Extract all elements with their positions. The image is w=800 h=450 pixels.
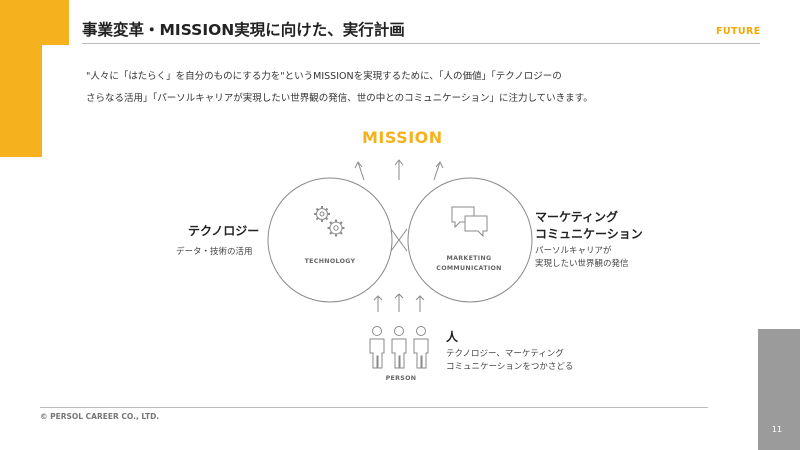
arrow-up-icon: [373, 293, 425, 312]
technology-circle: [267, 177, 393, 303]
people-icon: [369, 326, 429, 369]
page-number-block: [758, 329, 800, 450]
marketing-description-line2: 実現したい世界観の発信: [535, 259, 629, 269]
speech-bubbles-icon: [451, 206, 488, 238]
person-description-line2: コミュニケーションをつかさどる: [446, 362, 574, 372]
marketing-circle-label: MARKETING COMMUNICATION: [427, 254, 511, 274]
accent-tab: [42, 0, 69, 45]
mission-label: MISSION: [362, 128, 443, 147]
person-description-line1: テクノロジー、マーケティング: [446, 349, 564, 359]
person-description: テクノロジー、マーケティング コミュニケーションをつかさどる: [446, 348, 573, 374]
marketing-description-line1: パーソルキャリアが: [535, 246, 612, 256]
page-number: 11: [771, 425, 783, 434]
page-title: 事業変革・MISSION実現に向けた、実行計画: [82, 21, 405, 39]
accent-bar: [0, 0, 42, 157]
intro-text: "人々に「はたらく」を自分のものにする力を"というMISSIONを実現するために…: [86, 66, 726, 110]
technology-heading: テクノロジー: [188, 224, 260, 238]
technology-circle-label: TECHNOLOGY: [304, 258, 356, 265]
technology-description: データ・技術の活用: [176, 247, 253, 257]
arrow-up-icon: [354, 159, 444, 181]
marketing-circle-label-line1: MARKETING: [446, 255, 492, 262]
title-divider: [82, 43, 760, 44]
marketing-heading: マーケティング コミュニケーション: [535, 209, 643, 243]
person-heading: 人: [446, 330, 459, 344]
intro-line-2: さらなる活用」「パーソルキャリアが実現したい世界観の発信、世の中とのコミュニケー…: [86, 93, 593, 104]
marketing-circle-label-line2: COMMUNICATION: [436, 265, 502, 272]
person-label: PERSON: [385, 375, 417, 382]
marketing-description: パーソルキャリアが 実現したい世界観の発信: [535, 245, 629, 271]
marketing-heading-line2: コミュニケーション: [535, 227, 643, 241]
copyright: © PERSOL CAREER CO., LTD.: [40, 412, 160, 421]
gears-icon: [314, 206, 345, 237]
footer-divider: [40, 407, 708, 408]
section-tag: FUTURE: [716, 26, 761, 37]
marketing-heading-line1: マーケティング: [535, 210, 619, 224]
cross-mark-icon: [390, 228, 408, 252]
marketing-circle: [407, 177, 533, 303]
intro-line-1: "人々に「はたらく」を自分のものにする力を"というMISSIONを実現するために…: [86, 71, 562, 82]
